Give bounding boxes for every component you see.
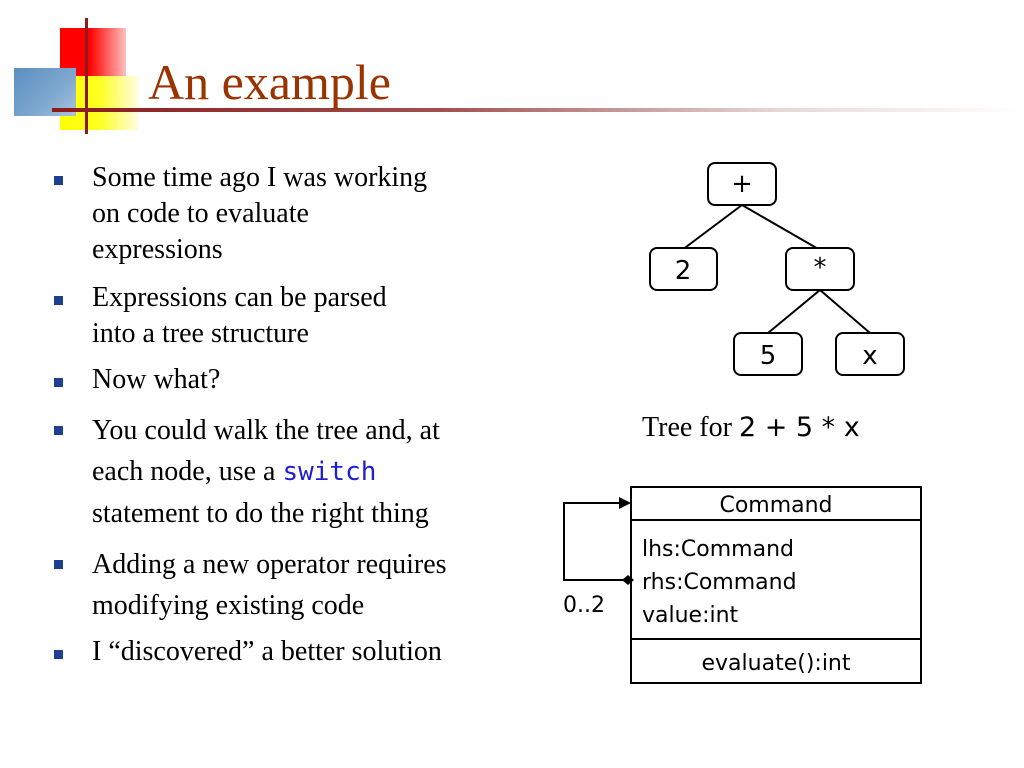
bullet-square-icon — [54, 426, 63, 435]
tree-node-box — [733, 332, 803, 376]
code-keyword-switch: switch — [282, 457, 377, 487]
bullet-item: Adding a new operator requires modifying… — [50, 544, 530, 626]
bullet-text: each node, use a — [92, 456, 283, 487]
caption-expression: 2 + 5 * x — [738, 412, 860, 443]
bullet-text: You could walk the tree and, at — [92, 415, 440, 446]
uml-self-association: 0..2 — [563, 497, 634, 618]
bullet-text: Now what? — [92, 364, 221, 395]
slide-title: An example — [148, 54, 391, 110]
tree-node-root: + — [707, 162, 777, 206]
bullet-square-icon — [54, 296, 63, 305]
bullet-list: Some time ago I was working on code to e… — [50, 160, 530, 670]
bullet-text: into a tree structure — [92, 318, 309, 349]
uml-class-name: Command — [719, 493, 832, 518]
tree-node-label: + — [731, 169, 753, 199]
bullet-text: expressions — [92, 234, 223, 265]
caption-prefix: Tree for — [642, 412, 739, 443]
bullet-square-icon — [54, 560, 63, 569]
uml-class-command: Command lhs:Command rhs:Command value:in… — [630, 486, 922, 684]
edge-mult-right — [819, 289, 871, 334]
tree-node-left: 2 — [649, 247, 718, 291]
tree-node-label: 2 — [675, 256, 692, 286]
edge-root-right — [741, 204, 821, 251]
edge-root-left — [681, 204, 743, 251]
uml-attribute: value:int — [642, 603, 739, 628]
tree-caption: Tree for 2 + 5 * x — [642, 408, 860, 448]
tree-node-five: 5 — [733, 332, 803, 376]
multiplicity-label: 0..2 — [563, 593, 605, 618]
decor-vertical-rule — [85, 18, 88, 134]
bullet-text: Adding a new operator requires — [92, 549, 447, 580]
uml-operation: evaluate():int — [702, 651, 851, 676]
bullet-item: You could walk the tree and, at each nod… — [50, 410, 530, 534]
tree-node-box — [649, 247, 718, 291]
title-underline — [52, 108, 1024, 112]
bullet-item: Now what? — [50, 362, 530, 398]
tree-node-box — [707, 162, 777, 206]
bullet-text: on code to evaluate — [92, 198, 309, 229]
bullet-square-icon — [54, 378, 63, 387]
bullet-square-icon — [54, 176, 63, 185]
bullet-text: statement to do the right thing — [92, 498, 429, 529]
bullet-text: I “discovered” a better solution — [92, 636, 442, 667]
bullet-item: Expressions can be parsed into a tree st… — [50, 280, 530, 352]
composition-diamond-icon — [622, 575, 634, 585]
tree-node-label: 5 — [760, 341, 777, 371]
bullet-text: Some time ago I was working — [92, 162, 428, 193]
bullet-square-icon — [54, 650, 63, 659]
tree-node-box — [785, 247, 855, 291]
uml-attribute: rhs:Command — [642, 570, 797, 595]
association-line — [563, 502, 631, 581]
tree-node-label: x — [862, 341, 877, 371]
tree-node-label: * — [814, 253, 827, 283]
bullet-text: modifying existing code — [92, 590, 365, 621]
tree-edges — [681, 204, 871, 334]
tree-node-x: x — [835, 332, 905, 376]
tree-node-box — [835, 332, 905, 376]
bullet-item: Some time ago I was working on code to e… — [50, 160, 530, 268]
bullet-text: Expressions can be parsed — [92, 282, 387, 313]
arrowhead-icon — [619, 497, 631, 509]
bullet-item: I “discovered” a better solution — [50, 634, 530, 670]
uml-attribute: lhs:Command — [642, 537, 794, 562]
edge-mult-left — [767, 289, 821, 334]
tree-node-multiply: * — [785, 247, 855, 291]
